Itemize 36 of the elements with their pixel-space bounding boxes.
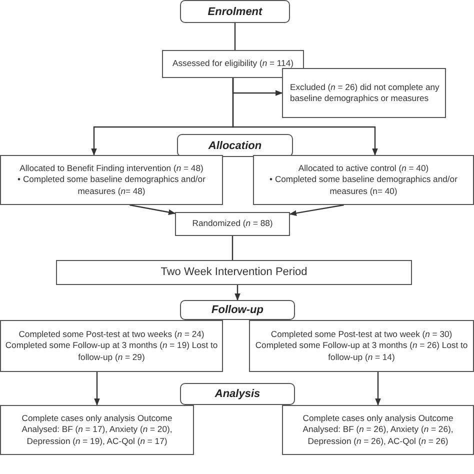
box-text: Excluded (n = 26) did not complete any baseline demographics or measures — [290, 82, 440, 104]
box-text: Complete cases only analysis Outcome Analysed: BF (n = 17), Anxiety (n = 20), Depression (n = 19), AC-Qol (n = 17) — [20, 413, 174, 447]
box-text: Completed some Post-test at two week (n = 30) Completed some Follow-up at 3 months (n = 26) Lost to follow-up (n = 14) — [254, 329, 469, 363]
process-box — [175, 212, 290, 236]
box-text: Follow-up — [212, 304, 264, 316]
process-box — [282, 405, 474, 455]
stage-heading-box — [180, 0, 290, 23]
stage-heading-box — [177, 134, 293, 157]
process-box — [249, 320, 474, 372]
process-box — [282, 68, 446, 118]
box-text: Allocation — [208, 140, 262, 152]
arrow — [289, 204, 344, 216]
box-text: Completed some Post-test at two weeks (n = 24) Completed some Follow-up at 3 months (n = 19) Lost to follow-up (n = 29) — [5, 329, 218, 363]
arrow — [94, 372, 100, 406]
process-box — [0, 405, 194, 455]
bullet-text: • Completed some baseline demographics and/or measures (n= 48) — [16, 174, 206, 197]
arrow — [234, 285, 240, 301]
process-box — [0, 155, 223, 205]
box-text: Two Week Intervention Period — [160, 265, 308, 280]
process-box — [253, 155, 474, 205]
box-text: Analysis — [214, 388, 260, 400]
bullet-text: • Completed some baseline demographics and/or measures (n= 40) — [268, 174, 458, 197]
box-text: Assessed for eligibility (n = 114) — [172, 58, 294, 70]
process-box — [56, 260, 412, 285]
process-box — [162, 50, 304, 78]
box-text: Complete cases only analysis Outcome Analysed: BF (n = 26), Anxiety (n = 26), Depression (n = 26), AC-Qol (n = 26) — [302, 413, 454, 447]
process-box — [0, 320, 223, 372]
arrow — [375, 372, 381, 406]
box-text: Randomized (n = 88) — [192, 218, 273, 230]
stage-heading-box — [180, 383, 295, 405]
box-text: Allocated to Benefit Finding intervention (n = 48) — [20, 163, 204, 174]
arrow — [130, 204, 176, 216]
box-text: Enrolment — [208, 6, 262, 18]
arrow — [232, 78, 378, 156]
stage-heading-box — [180, 300, 295, 320]
box-text: Allocated to active control (n = 40) — [298, 163, 429, 174]
